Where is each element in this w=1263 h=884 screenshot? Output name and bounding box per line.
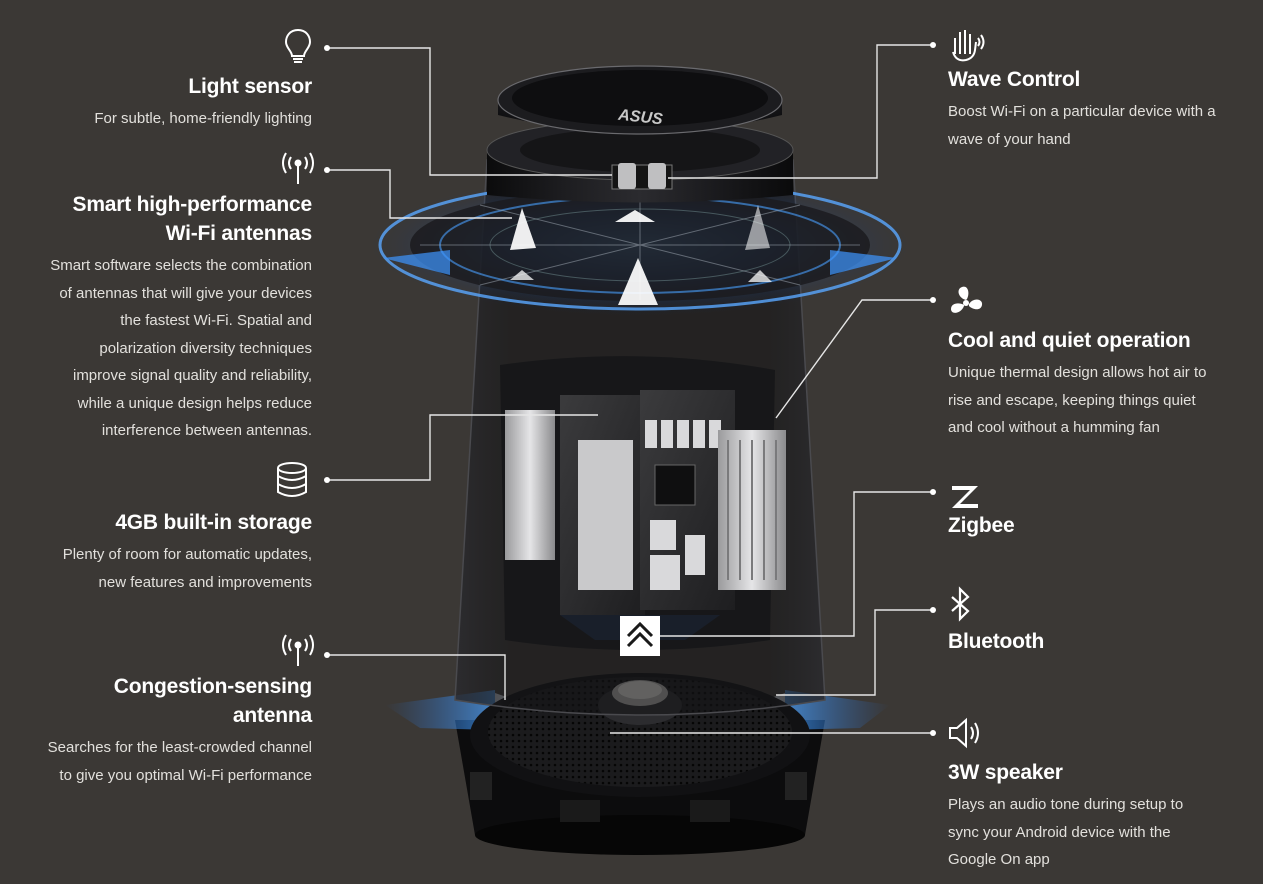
description-line: improve signal quality and reliability, bbox=[72, 367, 312, 384]
bluetooth-icon bbox=[940, 585, 980, 625]
device-top: ASUS bbox=[486, 65, 794, 203]
feature-storage: 4GB built-in storage Plenty of room for … bbox=[12, 508, 312, 596]
description-line: to give you optimal Wi-Fi performance bbox=[59, 766, 312, 784]
feature-antennas: Smart high-performance Wi-Fi antennas Sm… bbox=[12, 190, 312, 445]
description-line: interference between antennas. bbox=[101, 422, 312, 439]
lightbulb-icon bbox=[278, 26, 318, 66]
asus-logo: ASUS bbox=[616, 107, 663, 129]
callout-cooling bbox=[775, 299, 933, 419]
callout-light-sensor bbox=[327, 47, 612, 176]
circuit-boards bbox=[500, 356, 786, 650]
database-icon bbox=[272, 460, 312, 500]
callout-lines bbox=[327, 44, 933, 734]
description-line: the fastest Wi-Fi. Spatial and bbox=[120, 312, 312, 329]
feature-speaker: 3W speaker Plays an audio tone during se… bbox=[948, 758, 1248, 874]
description-line: Searches for the least-crowded channel bbox=[47, 739, 312, 756]
description-line: while a unique design helps reduce bbox=[77, 394, 312, 412]
callout-storage bbox=[327, 414, 598, 481]
callout-bluetooth bbox=[776, 609, 933, 696]
speaker-icon bbox=[946, 713, 986, 753]
fan-icon bbox=[946, 283, 986, 323]
feature-title: Congestion-sensing antenna bbox=[12, 672, 312, 730]
zigbee-icon bbox=[946, 480, 986, 520]
feature-description: Smart software selects the combination o… bbox=[12, 252, 312, 445]
feature-congestion: Congestion-sensing antenna Searches for … bbox=[12, 672, 313, 789]
description-line: Unique thermal design allows hot air to bbox=[948, 364, 1207, 381]
feature-light-sensor: Light sensor For subtle, home-friendly l… bbox=[12, 72, 312, 133]
description-line: polarization diversity techniques bbox=[99, 339, 312, 357]
feature-title: 3W speaker bbox=[948, 761, 1063, 784]
feature-description: Plays an audio tone during setup to sync… bbox=[948, 791, 1248, 874]
feature-zigbee: Zigbee bbox=[948, 511, 1248, 540]
wifi-antenna-icon bbox=[278, 630, 318, 670]
description-line: Plays an audio tone during setup to bbox=[948, 796, 1184, 813]
feature-title: Wave Control bbox=[948, 68, 1081, 91]
feature-title: Bluetooth bbox=[948, 630, 1045, 653]
feature-description: For subtle, home-friendly lighting bbox=[94, 110, 312, 127]
feature-description: Plenty of room for automatic updates, ne… bbox=[12, 541, 312, 596]
description-line: Boost Wi-Fi on a particular device with … bbox=[948, 103, 1216, 120]
description-line: new features and improvements bbox=[98, 573, 312, 591]
feature-title-line: Wi-Fi antennas bbox=[165, 222, 313, 245]
description-line: Smart software selects the combination bbox=[50, 257, 312, 274]
feature-title-line: Smart high-performance bbox=[72, 193, 313, 216]
feature-title: Zigbee bbox=[948, 514, 1015, 537]
feature-title-line: antenna bbox=[232, 704, 312, 727]
description-line: sync your Android device with the bbox=[948, 823, 1171, 841]
callout-congestion bbox=[327, 654, 506, 700]
description-line: and cool without a humming fan bbox=[948, 419, 1160, 436]
feature-title-line: Congestion-sensing bbox=[113, 675, 312, 698]
wifi-antenna-icon bbox=[278, 148, 318, 188]
callout-wave bbox=[668, 44, 933, 179]
feature-description: Unique thermal design allows hot air to … bbox=[948, 359, 1248, 442]
feature-title: Cool and quiet operation bbox=[948, 329, 1191, 352]
feature-title: Smart high-performance Wi-Fi antennas bbox=[12, 190, 313, 248]
description-line: rise and escape, keeping things quiet bbox=[948, 391, 1196, 409]
inner-arrow-badge bbox=[620, 616, 660, 656]
feature-wave-control: Wave Control Boost Wi-Fi on a particular… bbox=[948, 65, 1248, 153]
antenna-ring bbox=[370, 175, 910, 315]
feature-description: Boost Wi-Fi on a particular device with … bbox=[948, 98, 1248, 153]
description-line: wave of your hand bbox=[948, 130, 1071, 148]
description-line: of antennas that will give your devices bbox=[59, 284, 312, 302]
feature-cooling: Cool and quiet operation Unique thermal … bbox=[948, 326, 1248, 442]
feature-bluetooth: Bluetooth bbox=[948, 627, 1248, 656]
feature-title: 4GB built-in storage bbox=[115, 511, 312, 534]
description-line: Google On app bbox=[948, 851, 1050, 868]
description-line: Plenty of room for automatic updates, bbox=[62, 546, 312, 563]
feature-description: Searches for the least-crowded channel t… bbox=[12, 734, 312, 789]
callout-dots bbox=[324, 42, 936, 736]
callout-zigbee bbox=[640, 491, 933, 637]
feature-title: Light sensor bbox=[188, 75, 312, 98]
hand-wave-icon bbox=[946, 24, 986, 64]
callout-antennas bbox=[327, 169, 512, 219]
